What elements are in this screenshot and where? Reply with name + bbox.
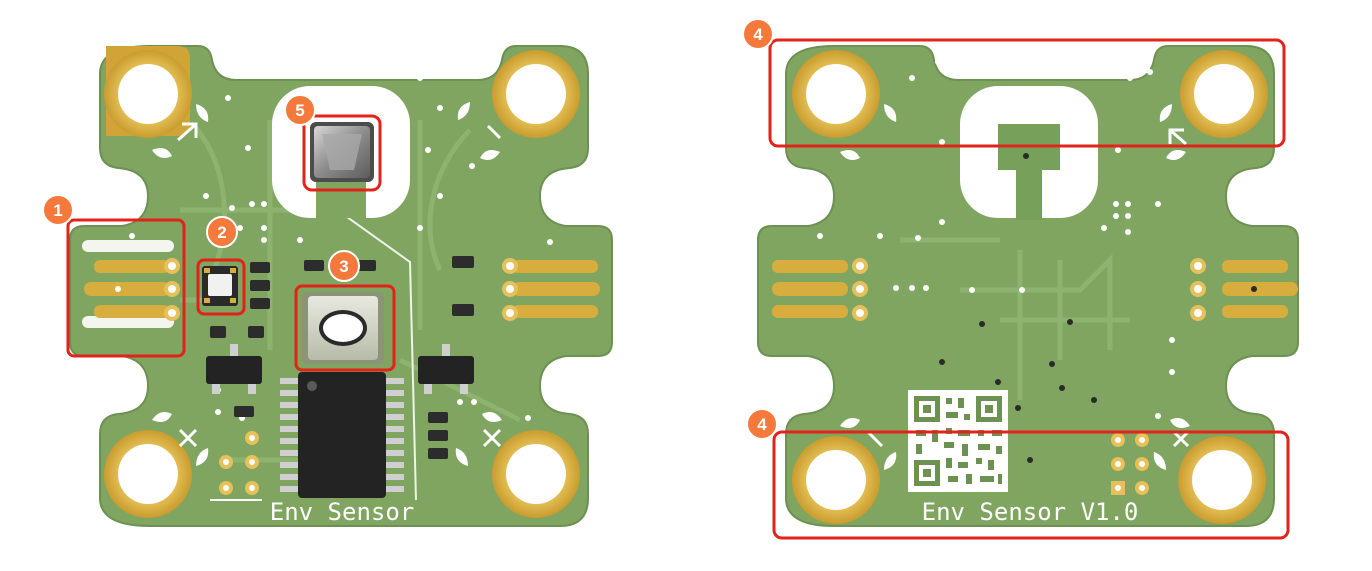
highlight-push-button: [294, 284, 396, 372]
highlight-bottom-holes: [772, 430, 1290, 540]
highlight-small-chip: [196, 258, 246, 316]
back-qr-code: [908, 390, 1008, 492]
svg-text:3: 3: [339, 257, 348, 276]
callout-badges: 1 2 3 4 4 5: [42, 18, 778, 440]
front-silkscreen-marks: [152, 102, 502, 466]
callout-4-top: 4: [742, 18, 774, 50]
front-label-text: Env Sensor: [270, 498, 415, 526]
front-left-connector: [82, 240, 180, 328]
back-brand-text: KittenBot: [971, 57, 1090, 82]
highlight-top-holes: [768, 38, 1286, 148]
front-small-sensor-chip: [202, 266, 238, 306]
back-header-pads: [1111, 433, 1149, 495]
front-brand-text: KittenBot: [283, 57, 402, 82]
back-left-connector: [772, 258, 868, 321]
callout-2: 2: [206, 216, 238, 248]
callout-5: 5: [284, 94, 316, 126]
front-board: KittenBot Env Sensor: [69, 45, 613, 527]
svg-text:4: 4: [757, 415, 767, 434]
front-main-ic: [280, 372, 404, 498]
callout-3: 3: [328, 250, 360, 282]
callout-4-bottom: 4: [746, 408, 778, 440]
highlight-gas-sensor: [302, 114, 382, 192]
svg-text:5: 5: [295, 101, 304, 120]
front-transistors: [206, 344, 474, 394]
back-board: KittenBot Env Sensor V1.0: [757, 45, 1299, 527]
front-mounting-holes: [104, 46, 580, 518]
back-vias: [817, 59, 1175, 419]
back-right-connector: [1190, 258, 1298, 321]
back-mounting-holes: [792, 50, 1268, 524]
back-label-text: Env Sensor V1.0: [922, 498, 1139, 526]
back-dark-vias: [939, 319, 1097, 463]
svg-text:1: 1: [53, 201, 62, 220]
back-silkscreen-marks: [840, 104, 1190, 470]
svg-text:4: 4: [753, 25, 763, 44]
front-header-pads: [210, 431, 262, 501]
highlight-left-connector: [66, 218, 186, 358]
highlight-boxes: [66, 38, 1290, 540]
front-right-connector: [502, 258, 600, 321]
front-gas-sensor: [310, 122, 374, 182]
back-pcb-outline: [757, 45, 1299, 527]
svg-text:2: 2: [217, 223, 226, 242]
callout-1: 1: [42, 194, 74, 226]
front-passives: [210, 256, 474, 459]
front-push-button: [302, 292, 384, 364]
